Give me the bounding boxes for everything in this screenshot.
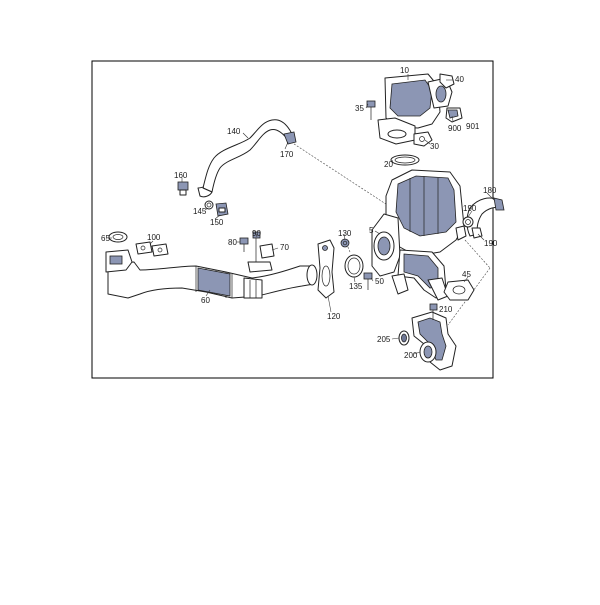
callout-180: 180: [483, 186, 497, 195]
callout-60: 60: [201, 296, 210, 305]
gasket-65: [108, 231, 128, 243]
fitting-145: [204, 200, 214, 210]
callout-45: 45: [462, 270, 471, 279]
leader-lines: [109, 74, 495, 355]
egr-cooler-body-5: [371, 169, 465, 301]
gasket-ring-135: [344, 254, 364, 278]
bracket-120: [317, 239, 335, 299]
callout-150: 150: [210, 218, 224, 227]
callout-200: 200: [404, 351, 418, 360]
callout-labels: 10 40 35 900 901 30 140 170 20 160 180 1…: [101, 66, 498, 360]
callout-210: 210: [439, 305, 453, 314]
callout-205: 205: [377, 335, 391, 344]
callout-70: 70: [280, 243, 289, 252]
clamp-100: [135, 241, 169, 257]
callout-20: 20: [384, 160, 393, 169]
callout-120: 120: [327, 312, 341, 321]
callout-135: 135: [349, 282, 363, 291]
callout-190-bottom: 190: [484, 239, 498, 248]
callout-50: 50: [375, 277, 384, 286]
callout-90: 90: [252, 229, 261, 238]
gasket-30: [413, 131, 433, 147]
callout-30: 30: [430, 142, 439, 151]
sensor-900: [445, 107, 463, 123]
callout-901: 901: [466, 122, 480, 131]
hose-140: [197, 119, 297, 198]
seal-205: [398, 330, 410, 346]
clamp-190-a: [462, 216, 474, 228]
gasket-45: [443, 279, 475, 301]
fitting-160: [177, 181, 189, 196]
clip-40: [439, 73, 455, 89]
pipe-60: [107, 261, 318, 299]
callout-10: 10: [400, 66, 409, 75]
callout-65: 65: [101, 234, 110, 243]
nut-130: [340, 238, 350, 248]
callout-5: 5: [369, 226, 374, 235]
callout-140: 140: [227, 127, 241, 136]
bolt-210: [429, 303, 438, 320]
callout-145: 145: [193, 207, 207, 216]
callout-900: 900: [448, 124, 462, 133]
bolt-80: [239, 237, 249, 252]
callout-170: 170: [280, 150, 294, 159]
callout-80: 80: [228, 238, 237, 247]
bracket-70: [247, 243, 275, 273]
bolt-50: [363, 272, 373, 290]
fitting-150: [215, 202, 229, 217]
screw-35: [366, 100, 376, 120]
callout-130: 130: [338, 229, 352, 238]
callout-160: 160: [174, 171, 188, 180]
callout-190-top: 190: [463, 204, 477, 213]
callout-35: 35: [355, 104, 364, 113]
callout-100: 100: [147, 233, 161, 242]
hose-180: [466, 197, 505, 237]
connector-190: [455, 225, 467, 241]
pipe-flange: [105, 249, 133, 273]
valve-200: [411, 311, 457, 371]
callout-40: 40: [455, 75, 464, 84]
